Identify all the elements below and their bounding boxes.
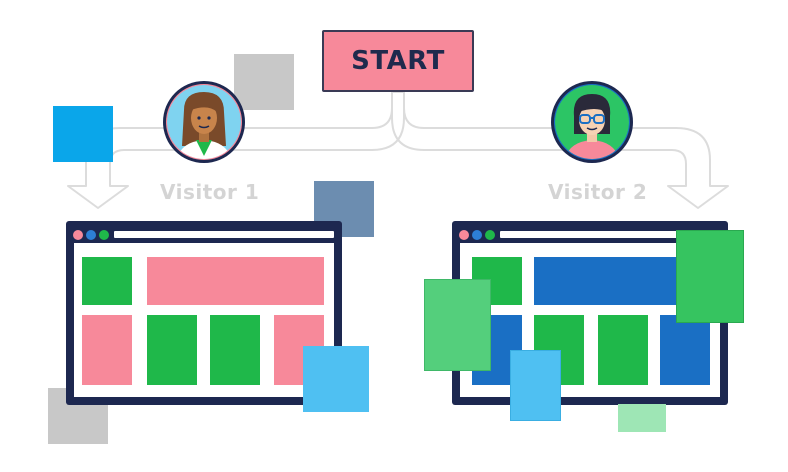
block-card-3 xyxy=(598,315,648,385)
woman-avatar-icon xyxy=(163,81,245,163)
block-card-4 xyxy=(660,315,710,385)
decor-square-lightblue-b xyxy=(510,350,561,421)
block-card-3 xyxy=(210,315,260,385)
window-dot-blue xyxy=(86,230,96,240)
window-dot-red xyxy=(73,230,83,240)
window-dot-blue xyxy=(472,230,482,240)
left-branch-arrow xyxy=(67,91,405,209)
visitor-2-label: Visitor 2 xyxy=(548,180,648,204)
block-card-2 xyxy=(147,315,197,385)
woman-with-glasses-avatar-icon xyxy=(551,81,633,163)
decor-square-green-right xyxy=(676,230,744,323)
address-bar xyxy=(114,231,334,238)
decor-square-lightblue-a xyxy=(303,346,369,412)
decor-square-green-tall xyxy=(424,279,491,371)
block-logo xyxy=(82,257,132,305)
page-canvas xyxy=(74,243,334,397)
block-banner xyxy=(147,257,324,305)
decor-square-mint xyxy=(618,404,666,432)
window-dot-green xyxy=(485,230,495,240)
decor-square-gray-top xyxy=(234,54,294,110)
start-box: START xyxy=(322,30,474,92)
decor-square-blue-left xyxy=(53,106,113,162)
start-label: START xyxy=(351,46,445,76)
window-dot-red xyxy=(459,230,469,240)
right-branch-arrow xyxy=(391,91,729,209)
address-bar xyxy=(500,231,720,238)
visitor-1-label: Visitor 1 xyxy=(160,180,260,204)
browser-window-variant-a xyxy=(66,221,342,405)
window-dot-green xyxy=(99,230,109,240)
block-card-1 xyxy=(82,315,132,385)
